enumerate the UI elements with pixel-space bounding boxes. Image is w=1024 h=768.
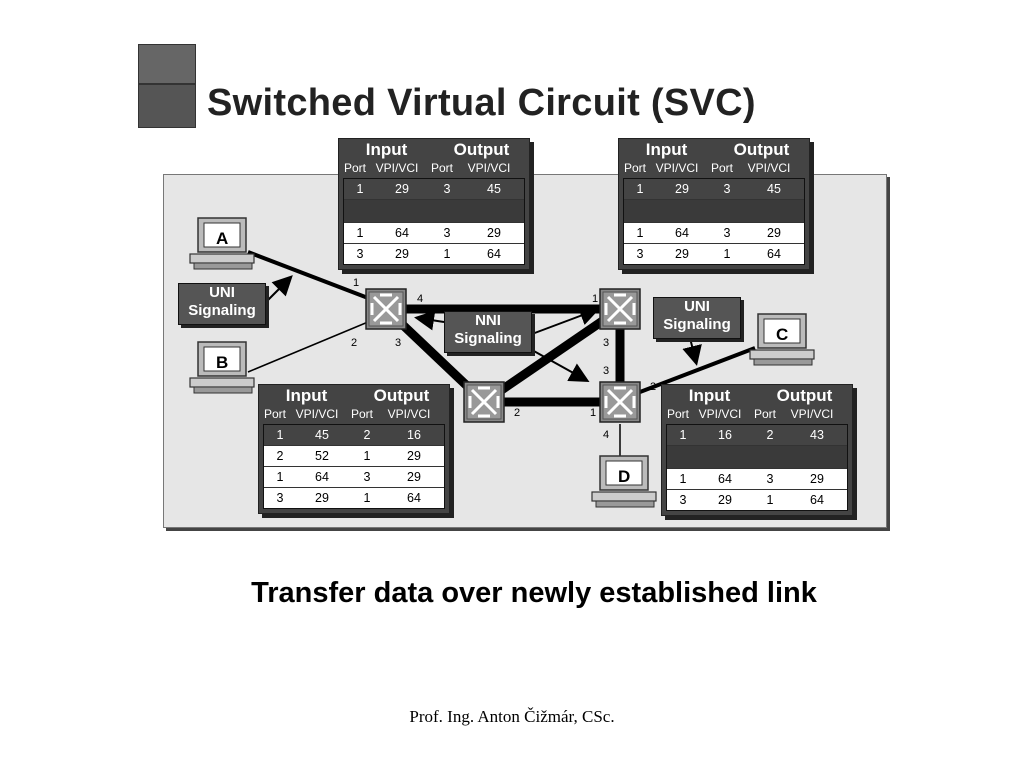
vpivci-col: VPI/VCI xyxy=(375,161,419,175)
vpivci-col: VPI/VCI xyxy=(698,407,742,421)
slide-footer-author: Prof. Ing. Anton Čižmár, CSc. xyxy=(409,707,615,726)
vpivci-col: VPI/VCI xyxy=(467,161,511,175)
port-col: Port xyxy=(263,407,286,421)
signaling-arrows xyxy=(267,275,702,382)
vpivci-col: VPI/VCI xyxy=(790,407,834,421)
signaling-label: Signaling xyxy=(454,330,522,347)
uni-signaling-left: UNI Signaling xyxy=(178,283,266,325)
table-row-blank xyxy=(624,200,804,223)
input-header: Input xyxy=(688,386,731,405)
atm-switch-bottom-left xyxy=(462,380,506,424)
port-label: 2 xyxy=(351,337,357,349)
port-label: 1 xyxy=(590,407,596,419)
signaling-label: Signaling xyxy=(188,302,256,319)
nni-label: NNI xyxy=(475,312,501,329)
output-header: Output xyxy=(453,140,510,159)
terminal-b-label: B xyxy=(216,353,228,372)
terminal-d: D xyxy=(591,455,657,508)
port-col: Port xyxy=(623,161,646,175)
terminal-a-label: A xyxy=(216,229,228,248)
title-decoration-bottom xyxy=(138,84,196,128)
port-label: 3 xyxy=(603,365,609,377)
port-col: Port xyxy=(710,161,733,175)
port-col: Port xyxy=(343,161,366,175)
output-header: Output xyxy=(733,140,790,159)
output-header: Output xyxy=(776,386,833,405)
uni-signaling-right: UNI Signaling xyxy=(653,297,741,339)
output-header: Output xyxy=(373,386,430,405)
terminal-c: C xyxy=(749,313,815,366)
atm-switch-top-right xyxy=(598,287,642,331)
port-label: 1 xyxy=(353,277,359,289)
table-row-blank xyxy=(667,446,847,469)
vpivci-col: VPI/VCI xyxy=(655,161,699,175)
vpivci-col: VPI/VCI xyxy=(295,407,339,421)
port-label: 4 xyxy=(417,293,423,305)
vpivci-col: VPI/VCI xyxy=(747,161,791,175)
title-decoration-top xyxy=(138,44,196,84)
input-header: Input xyxy=(365,140,408,159)
port-col: Port xyxy=(350,407,373,421)
uni-label: UNI xyxy=(209,284,235,301)
port-col: Port xyxy=(430,161,453,175)
input-header: Input xyxy=(285,386,328,405)
port-col: Port xyxy=(666,407,689,421)
vpivci-col: VPI/VCI xyxy=(387,407,431,421)
terminal-d-label: D xyxy=(618,467,630,486)
port-col: Port xyxy=(753,407,776,421)
port-label: 3 xyxy=(603,337,609,349)
signaling-label: Signaling xyxy=(663,316,731,333)
atm-switch-top-left xyxy=(364,287,408,331)
terminal-a: A xyxy=(189,217,255,270)
port-label: 4 xyxy=(603,429,609,441)
port-label: 2 xyxy=(514,407,520,419)
nni-signaling: NNI Signaling xyxy=(444,311,532,353)
slide-caption: Transfer data over newly established lin… xyxy=(251,577,817,609)
terminal-b: B xyxy=(189,341,255,394)
port-label: 2 xyxy=(650,381,656,393)
uni-label: UNI xyxy=(684,298,710,315)
terminal-c-label: C xyxy=(776,325,788,344)
port-label: 1 xyxy=(592,293,598,305)
table-row-blank xyxy=(344,200,524,223)
input-header: Input xyxy=(645,140,688,159)
port-label: 3 xyxy=(395,337,401,349)
access-links xyxy=(247,250,756,460)
atm-switch-bottom-right xyxy=(598,380,642,424)
slide-title: Switched Virtual Circuit (SVC) xyxy=(207,82,756,124)
